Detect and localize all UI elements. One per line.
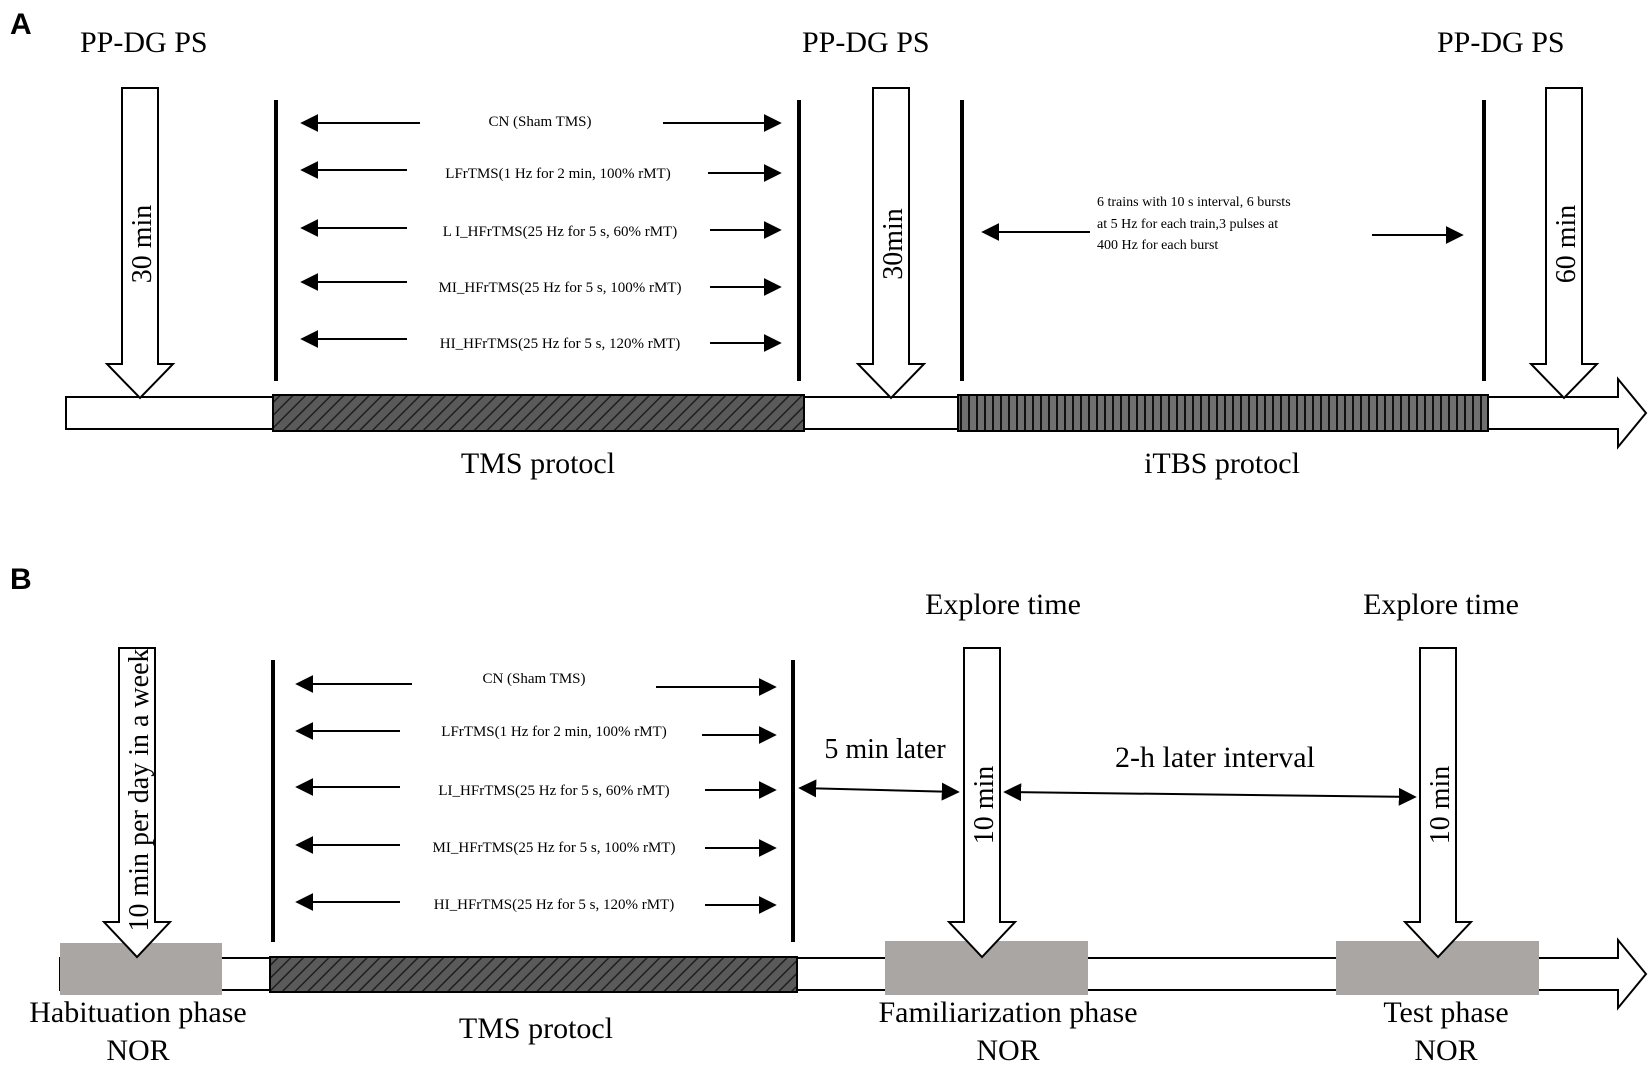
habituation-arrow-label: 10 min per day in a week (124, 648, 155, 931)
explore-time-label-1: Explore time (925, 588, 1081, 621)
protocol-b-4-label: MI_HFrTMS(25 Hz for 5 s, 100% rMT) (433, 840, 676, 856)
protocol-row-a-1: CN (Sham TMS) (300, 114, 782, 132)
protocol-row-a-2: LFrTMS(1 Hz for 2 min, 100% rMT) (300, 161, 782, 182)
five-min-later-label: 5 min later (824, 734, 946, 765)
five-min-interval-arrow (798, 779, 960, 801)
pp-dg-ps-label-2: PP-DG PS (802, 26, 930, 59)
test-sub: NOR (1414, 1034, 1477, 1067)
protocol-b-5-label: HI_HFrTMS(25 Hz for 5 s, 120% rMT) (434, 897, 674, 913)
explore-time-label-2: Explore time (1363, 588, 1519, 621)
tms-caption-b: TMS protocl (459, 1012, 613, 1045)
down-arrow-a-1 (104, 87, 176, 400)
tms-caption-a: TMS protocl (461, 447, 615, 480)
tms-protocol-block-b (269, 956, 798, 993)
itbs-desc-line-2: at 5 Hz for each train,3 pulses at (1097, 217, 1278, 232)
itbs-desc-line-1: 6 trains with 10 s interval, 6 bursts (1097, 195, 1291, 210)
test-caption: Test phase (1383, 996, 1508, 1029)
protocol-row-a-4: MI_HFrTMS(25 Hz for 5 s, 100% rMT) (300, 273, 782, 296)
protocol-a-2-label: LFrTMS(1 Hz for 2 min, 100% rMT) (445, 166, 670, 182)
protocol-row-b-1: CN (Sham TMS) (295, 671, 777, 696)
itbs-caption: iTBS protocl (1144, 447, 1300, 480)
familiarization-caption: Familiarization phase (878, 996, 1137, 1029)
protocol-b-2-label: LFrTMS(1 Hz for 2 min, 100% rMT) (441, 724, 666, 740)
panel-a-label: A (10, 8, 32, 41)
pp-dg-ps-label-3: PP-DG PS (1437, 26, 1565, 59)
protocol-b-1-label: CN (Sham TMS) (482, 671, 585, 687)
down-arrow-b-3 (1402, 647, 1474, 959)
arrow-a-3-label: 60 min (1551, 205, 1582, 284)
protocol-row-b-4: MI_HFrTMS(25 Hz for 5 s, 100% rMT) (295, 836, 777, 857)
ten-min-label-2: 10 min (1425, 766, 1456, 845)
protocol-row-b-3: LI_HFrTMS(25 Hz for 5 s, 60% rMT) (295, 778, 777, 799)
two-hour-interval-arrow (1003, 783, 1417, 806)
panel-b-label: B (10, 563, 32, 596)
arrow-a-1-label: 30 min (127, 205, 158, 284)
protocol-row-a-5: HI_HFrTMS(25 Hz for 5 s, 120% rMT) (300, 330, 782, 352)
arrow-a-2-label: 30min (878, 208, 909, 280)
itbs-desc-line-3: 400 Hz for each burst (1097, 238, 1218, 253)
down-arrow-b-2 (946, 647, 1018, 959)
two-h-later-label: 2-h later interval (1115, 741, 1315, 774)
itbs-protocol-block (957, 394, 1489, 432)
protocol-a-4-label: MI_HFrTMS(25 Hz for 5 s, 100% rMT) (439, 280, 682, 296)
protocol-row-b-2: LFrTMS(1 Hz for 2 min, 100% rMT) (295, 722, 777, 744)
pp-dg-ps-label-1: PP-DG PS (80, 26, 208, 59)
habituation-caption: Habituation phase (29, 996, 246, 1029)
down-arrow-b-1 (101, 647, 173, 959)
protocol-row-b-5: HI_HFrTMS(25 Hz for 5 s, 120% rMT) (295, 893, 777, 914)
protocol-b-3-label: LI_HFrTMS(25 Hz for 5 s, 60% rMT) (438, 783, 669, 799)
protocol-a-1-label: CN (Sham TMS) (488, 114, 591, 130)
protocol-a-3-label: L I_HFrTMS(25 Hz for 5 s, 60% rMT) (443, 224, 677, 240)
down-arrow-a-2 (855, 87, 927, 400)
habituation-sub: NOR (106, 1034, 169, 1067)
ten-min-label-1: 10 min (969, 766, 1000, 845)
tms-protocol-block-a (272, 394, 805, 432)
familiarization-sub: NOR (976, 1034, 1039, 1067)
protocol-a-5-label: HI_HFrTMS(25 Hz for 5 s, 120% rMT) (440, 336, 680, 352)
protocol-row-a-3: L I_HFrTMS(25 Hz for 5 s, 60% rMT) (300, 219, 782, 240)
down-arrow-a-3 (1528, 87, 1600, 400)
